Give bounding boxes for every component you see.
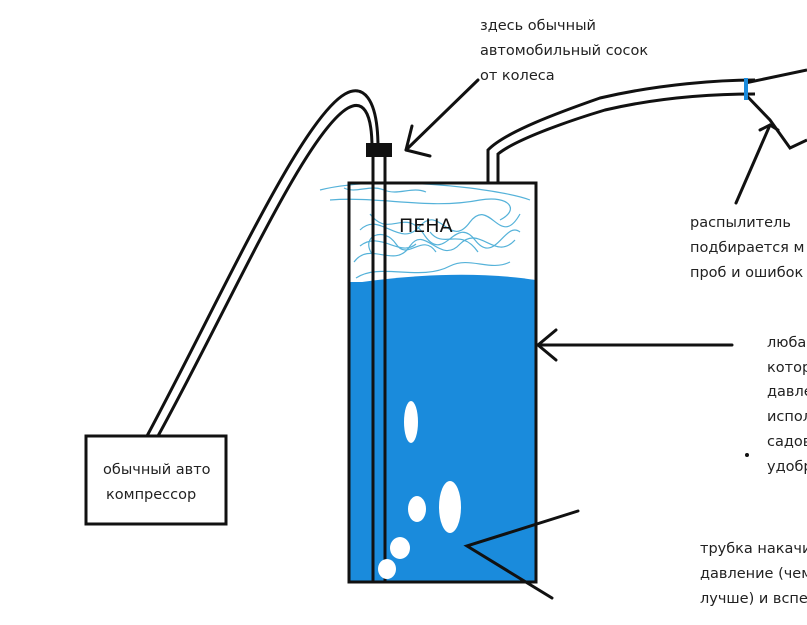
bubbles (378, 401, 461, 579)
svg-text:от колеса: от колеса (480, 68, 555, 84)
tank (347, 181, 538, 584)
svg-text:здесь обычный: здесь обычный (480, 18, 596, 34)
svg-text:люба: люба (767, 335, 806, 351)
sprayer-nozzle (743, 68, 807, 150)
liquid-surface (349, 274, 536, 290)
svg-text:садов: садов (767, 434, 807, 450)
svg-text:распылитель: распылитель (690, 215, 791, 231)
svg-text:трубка накачи: трубка накачи (700, 541, 807, 557)
svg-text:компрессор: компрессор (106, 487, 196, 503)
svg-text:давле: давле (767, 384, 807, 400)
foam-scribble (319, 182, 531, 279)
hose-connector (366, 143, 392, 157)
svg-text:котор: котор (767, 360, 807, 376)
tube-annotation: трубка накачи давление (чем лучше) и всп… (700, 541, 807, 607)
outlet-pipe (486, 78, 756, 183)
compressor-hose (145, 89, 380, 437)
compressor-annotation: обычный авто компрессор (103, 462, 211, 503)
tube-arrow (463, 509, 580, 600)
svg-text:испол: испол (767, 409, 807, 425)
svg-text:лучше) и вспе: лучше) и вспе (700, 591, 807, 607)
sprayer-annotation: распылитель подбирается м проб и ошибок (690, 215, 804, 281)
dot (745, 453, 749, 457)
svg-text:подбирается м: подбирается м (690, 240, 804, 256)
svg-text:удобр: удобр (767, 459, 807, 475)
nipple-annotation: здесь обычный автомобильный сосок от кол… (480, 18, 648, 84)
arrows (404, 78, 780, 600)
liquid-annotation: люба котор давле испол садов удобр (767, 335, 807, 475)
inner-tube (371, 157, 387, 583)
nipple-arrow (404, 78, 480, 152)
svg-text:давление (чем: давление (чем (700, 566, 807, 582)
compressor-box (84, 434, 228, 526)
svg-text:автомобильный сосок: автомобильный сосок (480, 43, 648, 59)
svg-text:обычный авто: обычный авто (103, 462, 211, 478)
liquid (349, 282, 536, 582)
foam-label: ПЕНА (399, 215, 453, 237)
svg-text:проб и ошибок: проб и ошибок (690, 265, 804, 281)
sprayer-arrow (734, 123, 772, 205)
